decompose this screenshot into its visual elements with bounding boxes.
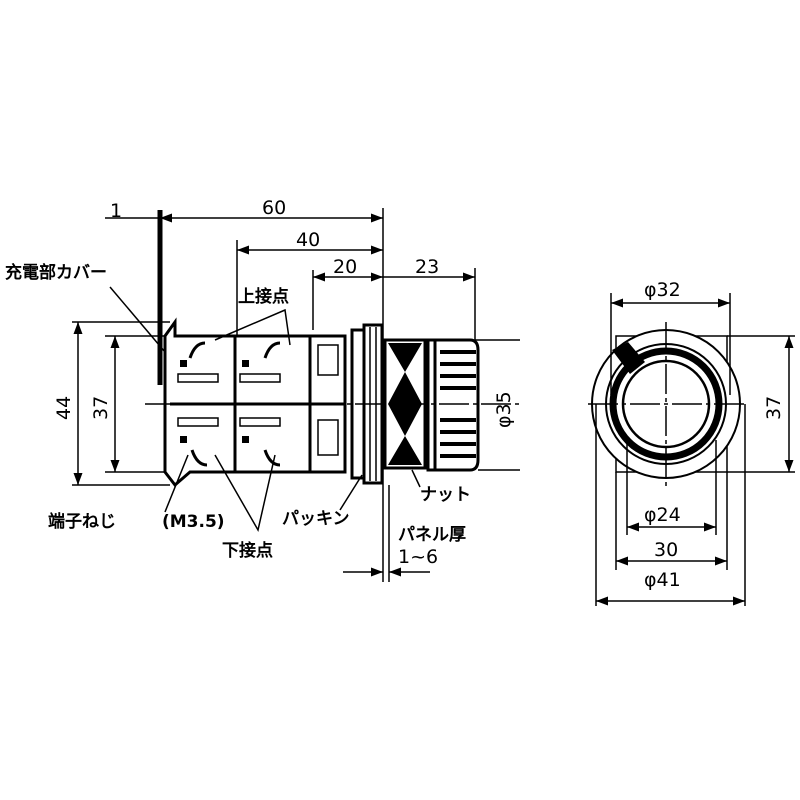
dim-front-width: 30 (654, 539, 678, 561)
dim-body-length: 40 (296, 229, 320, 251)
label-terminal-screw: 端子ねじ (48, 511, 116, 532)
label-live-part-cover: 充電部カバー (5, 262, 107, 283)
label-screw-size: (M3.5) (162, 512, 225, 532)
dim-knob-diameter: φ35 (493, 391, 515, 428)
dim-panel-offset: 1 (110, 200, 122, 222)
dim-outer-diameter: φ41 (644, 569, 681, 591)
dim-rear-section: 20 (333, 256, 357, 278)
nut (383, 338, 427, 470)
dim-front-height: 37 (763, 396, 785, 420)
dim-overall-length: 60 (262, 197, 286, 219)
front-view: φ32 37 φ24 30 φ41 (588, 279, 795, 606)
dim-inner-diameter: φ24 (644, 504, 681, 526)
side-dimension-lines (72, 208, 520, 582)
dim-ring-diameter: φ32 (644, 279, 681, 301)
dim-front-projection: 23 (415, 256, 439, 278)
label-panel-thickness: パネル厚 (398, 525, 466, 545)
knob (426, 338, 480, 472)
label-upper-contact: 上接点 (238, 286, 289, 307)
front-dimension-lines (595, 293, 795, 606)
knob-indicator (612, 342, 645, 374)
dim-height-inner: 37 (90, 396, 112, 420)
label-nut: ナット (420, 485, 471, 505)
side-view: 1 60 40 20 23 44 37 φ35 1~6 充電部カバー 上接点 端… (5, 197, 520, 582)
dim-panel-thickness: 1~6 (398, 546, 438, 568)
dim-height-outer: 44 (53, 396, 75, 420)
switch-body (163, 317, 384, 488)
label-lower-contact: 下接点 (222, 540, 273, 561)
label-packing: パッキン (282, 509, 350, 529)
